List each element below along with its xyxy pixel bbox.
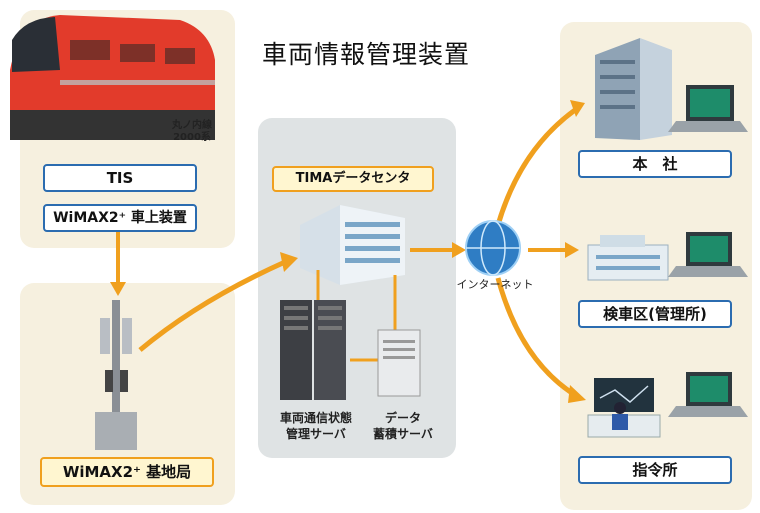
diagram-title: 車両情報管理装置	[262, 40, 471, 69]
destination-headquarters-label: 本 社	[578, 150, 732, 178]
server2-caption: データ蓄積サーバ	[373, 411, 433, 441]
cell-tower-icon	[95, 300, 137, 450]
depot-building-icon	[587, 235, 669, 281]
internet-label: インターネット	[456, 278, 534, 291]
datacenter-label: TIMAデータセンタ	[272, 166, 434, 192]
base-station-label: WiMAX2⁺ 基地局	[40, 457, 214, 487]
datacenter-building-icon	[300, 205, 405, 285]
laptop-icon	[668, 232, 748, 277]
headquarters-building-icon	[595, 38, 672, 140]
laptop-icon	[668, 372, 748, 417]
wimax-onboard-unit-label: WiMAX2⁺ 車上装置	[43, 204, 197, 232]
server-rack-icon	[280, 300, 346, 400]
datacenter-links	[316, 270, 397, 362]
tis-label: TIS	[43, 164, 197, 192]
storage-server-icon	[377, 329, 421, 397]
train-icon	[10, 15, 215, 140]
laptop-icon	[668, 85, 748, 132]
destination-depot-label: 検車区(管理所)	[578, 300, 732, 328]
command-center-icon	[587, 378, 661, 438]
flow-arrows	[110, 100, 586, 403]
server1-caption: 車両通信状態管理サーバ	[279, 411, 352, 441]
destination-command-center-label: 指令所	[578, 456, 732, 484]
internet-globe-icon	[465, 220, 521, 276]
